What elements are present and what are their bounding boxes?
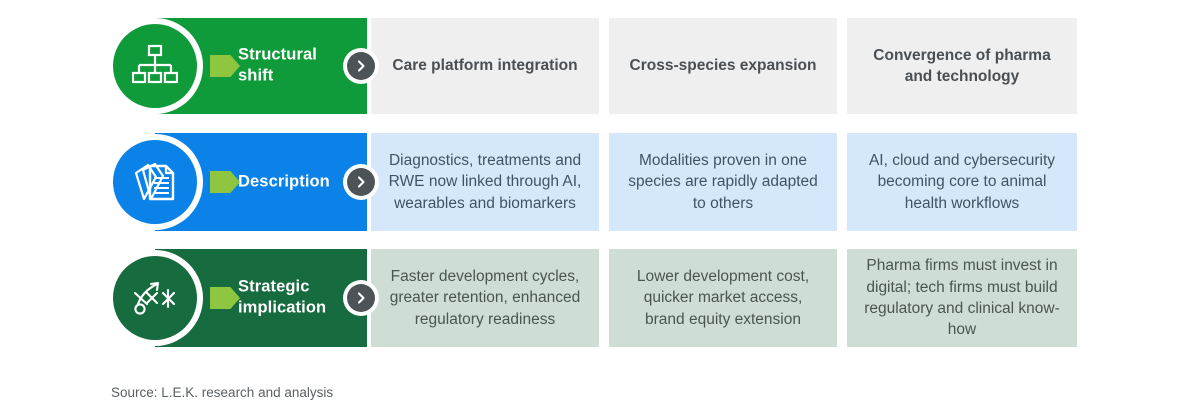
cell-text: Lower development cost, quicker market a… (636, 267, 810, 328)
row-structural-shift: Structural shift Care platform integrati… (0, 18, 1191, 114)
arrow-tab-icon (210, 287, 240, 309)
badge-disc (113, 140, 197, 224)
chevron-circle (347, 168, 375, 196)
row-label-text: Description (238, 172, 330, 191)
row-label-band: Description (107, 133, 367, 231)
cell-r2-c3: AI, cloud and cybersecurity becoming cor… (847, 133, 1077, 231)
row-label-text: Structural shift (238, 45, 317, 85)
arrow-tab-icon (210, 171, 240, 193)
cell-text: Modalities proven in one species are rap… (628, 151, 818, 212)
arrow-tab-icon (210, 55, 240, 77)
row-label-band: Strategic implication (107, 249, 367, 347)
row-icon-badge (107, 18, 203, 114)
chevron-right-icon (357, 292, 365, 304)
row-icon-badge (107, 250, 203, 346)
badge-disc (113, 24, 197, 108)
cell-r1-c1: Care platform integration (371, 18, 599, 114)
org-chart-icon (132, 44, 178, 84)
row-label-band: Structural shift (107, 18, 367, 114)
cell-text: Convergence of pharma and technology (873, 46, 1051, 85)
cell-r3-c3: Pharma firms must invest in digital; tec… (847, 249, 1077, 347)
chevron-right-button[interactable] (343, 164, 379, 200)
row-description: Description Diagnostics, treatments and … (0, 133, 1191, 231)
cell-text: Cross-species expansion (629, 57, 817, 75)
cell-r1-c3: Convergence of pharma and technology (847, 18, 1077, 114)
strategy-playbook-icon (133, 281, 176, 315)
chevron-circle (347, 284, 375, 312)
chevron-circle (347, 52, 375, 80)
row-icon-badge (107, 134, 203, 230)
chevron-right-button[interactable] (343, 48, 379, 84)
cell-text: Care platform integration (392, 57, 578, 75)
cell-text: Pharma firms must invest in digital; tec… (864, 257, 1060, 339)
cell-text: Diagnostics, treatments and RWE now link… (388, 151, 582, 212)
chevron-right-icon (357, 60, 365, 72)
cell-r1-c2: Cross-species expansion (609, 18, 837, 114)
source-note: Source: L.E.K. research and analysis (111, 385, 334, 400)
chevron-right-icon (357, 176, 365, 188)
cell-text: AI, cloud and cybersecurity becoming cor… (868, 151, 1056, 212)
documents-stack-icon (134, 162, 175, 201)
cell-r3-c1: Faster development cycles, greater reten… (371, 249, 599, 347)
cell-r2-c1: Diagnostics, treatments and RWE now link… (371, 133, 599, 231)
row-label-text: Strategic implication (238, 277, 327, 317)
badge-disc (113, 256, 197, 340)
cell-r2-c2: Modalities proven in one species are rap… (609, 133, 837, 231)
chevron-right-button[interactable] (343, 280, 379, 316)
cell-text: Faster development cycles, greater reten… (389, 267, 581, 328)
row-strategic-implication: Strategic implication Faster development… (0, 249, 1191, 347)
cell-r3-c2: Lower development cost, quicker market a… (609, 249, 837, 347)
